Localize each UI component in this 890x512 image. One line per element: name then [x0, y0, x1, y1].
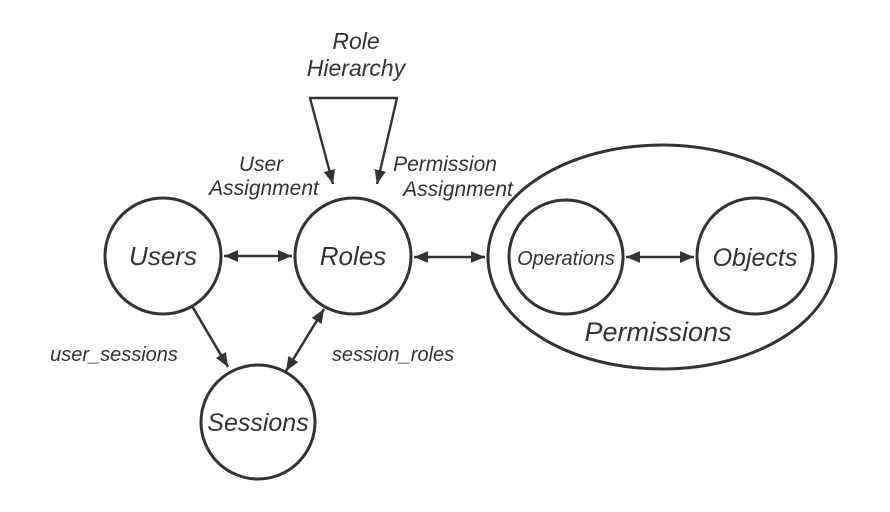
role-hierarchy-label-line1: Role: [332, 28, 379, 54]
permission-assignment-label-line1: Permission: [393, 153, 497, 176]
roles-node: [293, 196, 413, 316]
roles-label: Roles: [320, 241, 386, 271]
sessions-node: [199, 363, 317, 481]
user-assignment-label-line1: User: [239, 153, 284, 176]
user-sessions-label: user_sessions: [50, 344, 178, 366]
operations-label: Operations: [517, 248, 615, 270]
objects-node: [695, 196, 815, 316]
permissions-label: Permissions: [584, 317, 731, 347]
users-node: [103, 196, 223, 316]
role-hierarchy-left-arrow: [308, 97, 336, 185]
objects-label: Objects: [713, 244, 798, 272]
user-assignment-label-line2: Assignment: [207, 177, 320, 200]
session-roles-label: session_roles: [332, 344, 454, 366]
edge-users-sessions: [190, 305, 230, 368]
role-hierarchy-right-arrow: [374, 97, 399, 185]
permission-assignment-label-line2: Assignment: [401, 178, 514, 201]
sessions-label: Sessions: [207, 409, 308, 437]
role-hierarchy-label-line2: Hierarchy: [307, 55, 407, 81]
operations-node: [507, 198, 625, 316]
users-label: Users: [129, 241, 197, 271]
edge-sessions-roles: [284, 308, 326, 372]
